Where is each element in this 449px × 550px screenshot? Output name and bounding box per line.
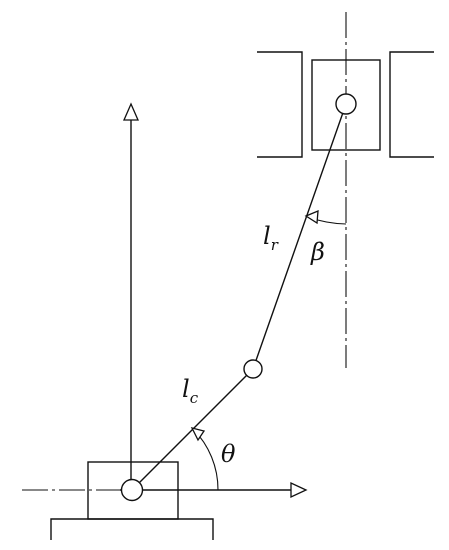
crank-length-label: lc (182, 375, 199, 407)
rod-length-label: lr (263, 222, 279, 254)
crank-rod-joint (243, 359, 263, 379)
beta-arc-arrowhead (304, 209, 319, 225)
rod-angle-label: β (310, 238, 325, 266)
left-guide-rail (257, 51, 303, 158)
horizontal-axis-arrowhead (290, 481, 308, 499)
right-guide-rail (389, 51, 434, 158)
ground-frame (50, 518, 214, 540)
vertical-axis-arrowhead (123, 102, 139, 121)
theta-arc-arrowhead (190, 427, 206, 442)
crank-angle-label: θ (221, 440, 236, 468)
crank-pivot-joint (120, 478, 144, 502)
connecting-rod (252, 103, 347, 370)
slider-pin-joint (335, 93, 357, 115)
slider-block (311, 59, 381, 151)
